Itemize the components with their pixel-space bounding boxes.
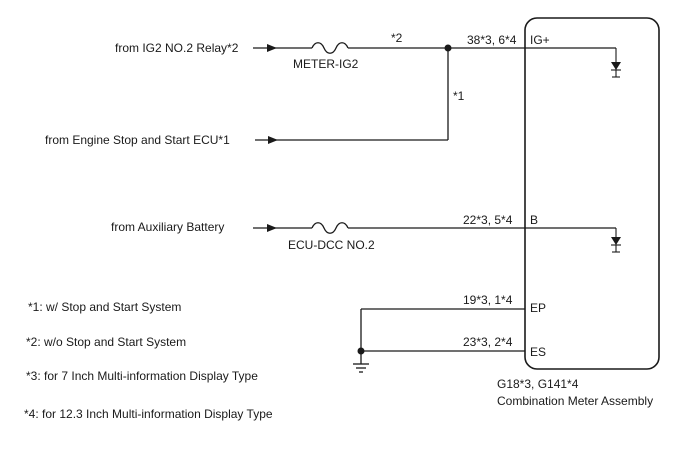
pin-ep-numbers: 19*3, 1*4 [463, 293, 513, 307]
wire-note-vertical: *1 [453, 89, 465, 103]
ground-icon [353, 351, 369, 373]
diode-icon [611, 62, 621, 78]
component-connector-label: G18*3, G141*4 [497, 377, 579, 391]
note-4: *4: for 12.3 Inch Multi-information Disp… [24, 407, 273, 421]
diode-icon [611, 237, 621, 253]
source-ig2-relay-label: from IG2 NO.2 Relay*2 [115, 41, 239, 55]
fuse-ecu-dcc-label: ECU-DCC NO.2 [288, 238, 375, 252]
pin-es-terminal: ES [530, 345, 546, 359]
pin-ig-plus-numbers: 38*3, 6*4 [467, 33, 517, 47]
fuse-icon [311, 42, 349, 54]
pin-b-numbers: 22*3, 5*4 [463, 213, 513, 227]
source-engine-ecu-label: from Engine Stop and Start ECU*1 [45, 133, 230, 147]
pin-es-numbers: 23*3, 2*4 [463, 335, 513, 349]
wire-note-top: *2 [391, 31, 403, 45]
note-2: *2: w/o Stop and Start System [26, 335, 186, 349]
note-3: *3: for 7 Inch Multi-information Display… [26, 369, 258, 383]
fuse-icon [311, 222, 349, 234]
pin-ig-plus-terminal: IG+ [530, 33, 550, 47]
pin-ep-terminal: EP [530, 301, 546, 315]
fuse-meter-ig2-label: METER-IG2 [293, 57, 359, 71]
combination-meter-box [524, 17, 660, 370]
component-name-label: Combination Meter Assembly [497, 394, 653, 408]
source-aux-battery-label: from Auxiliary Battery [111, 220, 224, 234]
pin-b-terminal: B [530, 213, 538, 227]
note-1: *1: w/ Stop and Start System [28, 300, 181, 314]
